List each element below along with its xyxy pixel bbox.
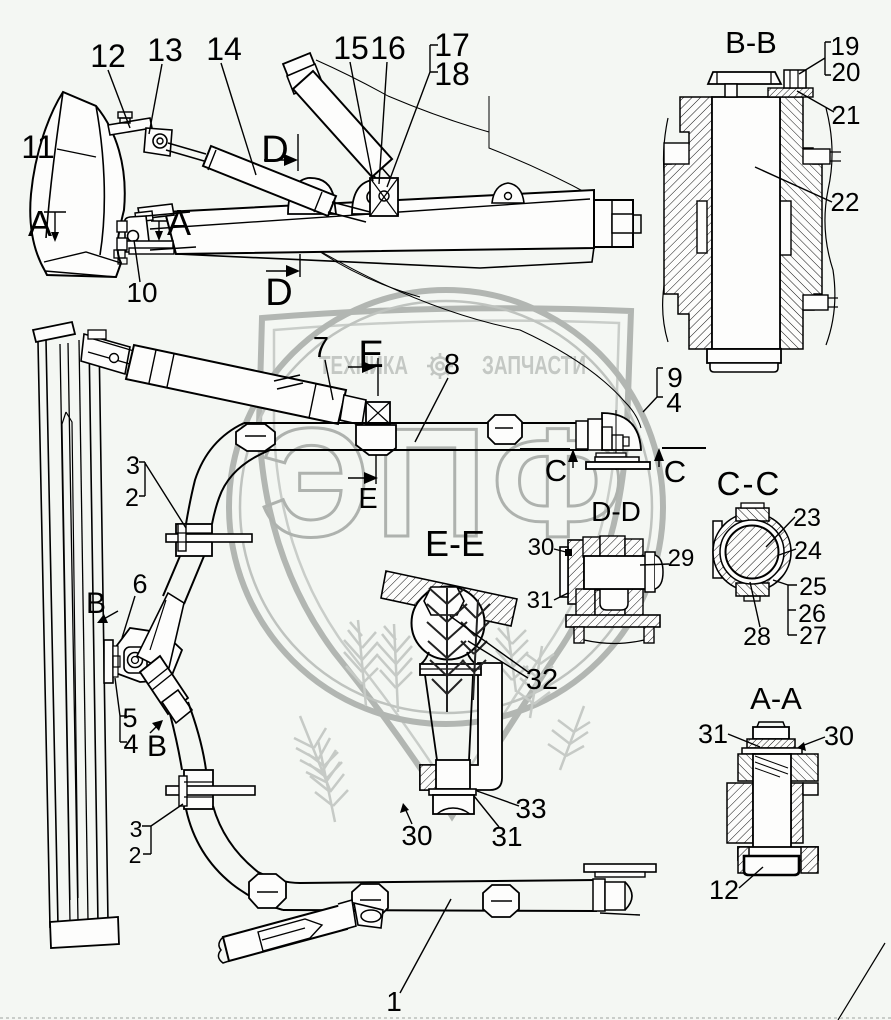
svg-text:6: 6 bbox=[132, 569, 147, 599]
svg-text:8: 8 bbox=[444, 349, 460, 381]
svg-text:28: 28 bbox=[743, 623, 771, 651]
svg-text:32: 32 bbox=[526, 664, 558, 696]
svg-text:5: 5 bbox=[122, 703, 137, 733]
svg-text:23: 23 bbox=[793, 504, 821, 532]
svg-text:30: 30 bbox=[401, 820, 432, 851]
svg-text:25: 25 bbox=[799, 573, 827, 601]
svg-text:14: 14 bbox=[206, 31, 242, 67]
svg-text:C-C: C-C bbox=[717, 465, 782, 502]
svg-text:3: 3 bbox=[130, 816, 143, 842]
svg-text:E: E bbox=[358, 483, 377, 515]
svg-text:10: 10 bbox=[126, 277, 157, 308]
svg-text:2: 2 bbox=[129, 842, 142, 868]
svg-text:D-D: D-D bbox=[591, 496, 641, 527]
svg-text:B: B bbox=[86, 587, 106, 620]
svg-text:C: C bbox=[545, 453, 567, 488]
svg-text:B: B bbox=[147, 730, 167, 763]
svg-text:E-E: E-E bbox=[425, 523, 485, 564]
svg-text:30: 30 bbox=[824, 721, 854, 751]
svg-text:15: 15 bbox=[333, 30, 369, 66]
svg-text:29: 29 bbox=[668, 545, 695, 572]
svg-text:20: 20 bbox=[832, 57, 861, 87]
svg-text:13: 13 bbox=[147, 32, 183, 68]
svg-text:7: 7 bbox=[313, 332, 329, 364]
svg-text:31: 31 bbox=[698, 719, 728, 749]
svg-text:2: 2 bbox=[125, 484, 139, 512]
svg-text:1: 1 bbox=[386, 986, 402, 1017]
svg-text:4: 4 bbox=[666, 387, 682, 418]
svg-text:27: 27 bbox=[799, 622, 827, 650]
svg-text:11: 11 bbox=[21, 129, 54, 165]
svg-text:30: 30 bbox=[528, 534, 555, 561]
svg-text:A: A bbox=[167, 202, 191, 243]
svg-text:D: D bbox=[265, 272, 292, 314]
svg-text:C: C bbox=[664, 454, 686, 489]
svg-text:19: 19 bbox=[831, 31, 860, 61]
svg-text:12: 12 bbox=[90, 38, 126, 74]
svg-text:A: A bbox=[28, 203, 52, 244]
svg-text:22: 22 bbox=[831, 187, 860, 217]
svg-text:18: 18 bbox=[434, 56, 470, 92]
svg-text:B-B: B-B bbox=[725, 25, 777, 60]
svg-text:9: 9 bbox=[667, 362, 683, 393]
svg-text:31: 31 bbox=[527, 587, 554, 614]
svg-text:17: 17 bbox=[434, 27, 470, 63]
svg-text:21: 21 bbox=[832, 100, 861, 130]
svg-text:A-A: A-A bbox=[750, 681, 802, 716]
svg-text:12: 12 bbox=[709, 875, 739, 905]
svg-text:31: 31 bbox=[491, 821, 522, 852]
svg-text:4: 4 bbox=[123, 729, 138, 759]
svg-text:16: 16 bbox=[370, 30, 406, 66]
svg-text:3: 3 bbox=[126, 452, 140, 480]
svg-text:ЗАПЧАСТИ: ЗАПЧАСТИ bbox=[482, 350, 586, 380]
svg-text:33: 33 bbox=[515, 793, 546, 824]
svg-text:24: 24 bbox=[794, 537, 822, 565]
svg-text:26: 26 bbox=[798, 600, 826, 628]
